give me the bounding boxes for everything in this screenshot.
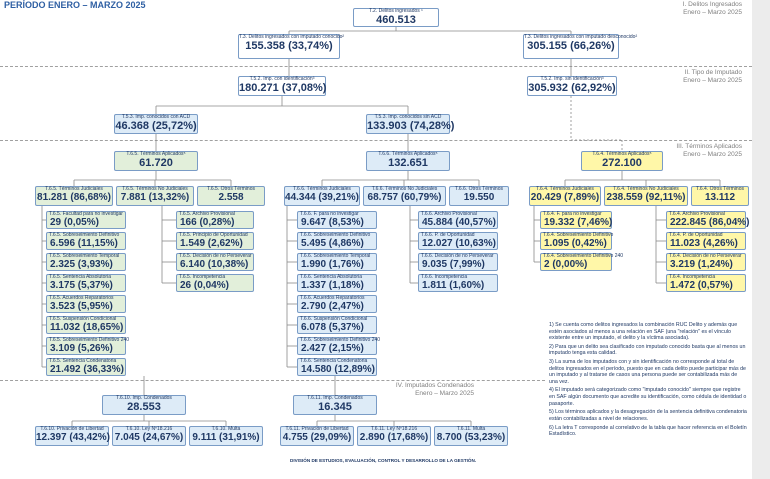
footer-division: DIVISIÓN DE ESTUDIOS, EVALUACIÓN, CONTRO… [290, 458, 477, 463]
footnote: 3) La suma de los imputados con y sin id… [549, 359, 747, 385]
section-divider [0, 380, 545, 381]
page-title: PERÍODO ENERO – MARZO 2025 [4, 0, 146, 10]
diagram-page: PERÍODO ENERO – MARZO 2025 I. Delitos In… [0, 0, 752, 479]
footnote: 5) Los términos aplicados y la desagrega… [549, 409, 747, 422]
section-divider [0, 140, 752, 141]
footnotes: 1) Se cuenta como delitos ingresados la … [549, 322, 747, 440]
footnote: 6) La letra T corresponde al correlativo… [549, 424, 747, 438]
box-t3-imputado-conocido: T.3. Delitos ingresados con imputado con… [238, 34, 344, 59]
box-t3-imputado-desconocido: T.3. Delitos ingresados con imputado des… [523, 34, 637, 59]
footnote: 1) Se cuenta como delitos ingresados la … [549, 322, 738, 342]
footnote: 2) Para que un delito sea clasificado co… [549, 343, 746, 357]
footnote: 4) El imputado será categorizado como "i… [549, 387, 747, 407]
connector-lines [41, 27, 721, 426]
right-margin [752, 0, 770, 479]
section-divider [0, 66, 752, 67]
